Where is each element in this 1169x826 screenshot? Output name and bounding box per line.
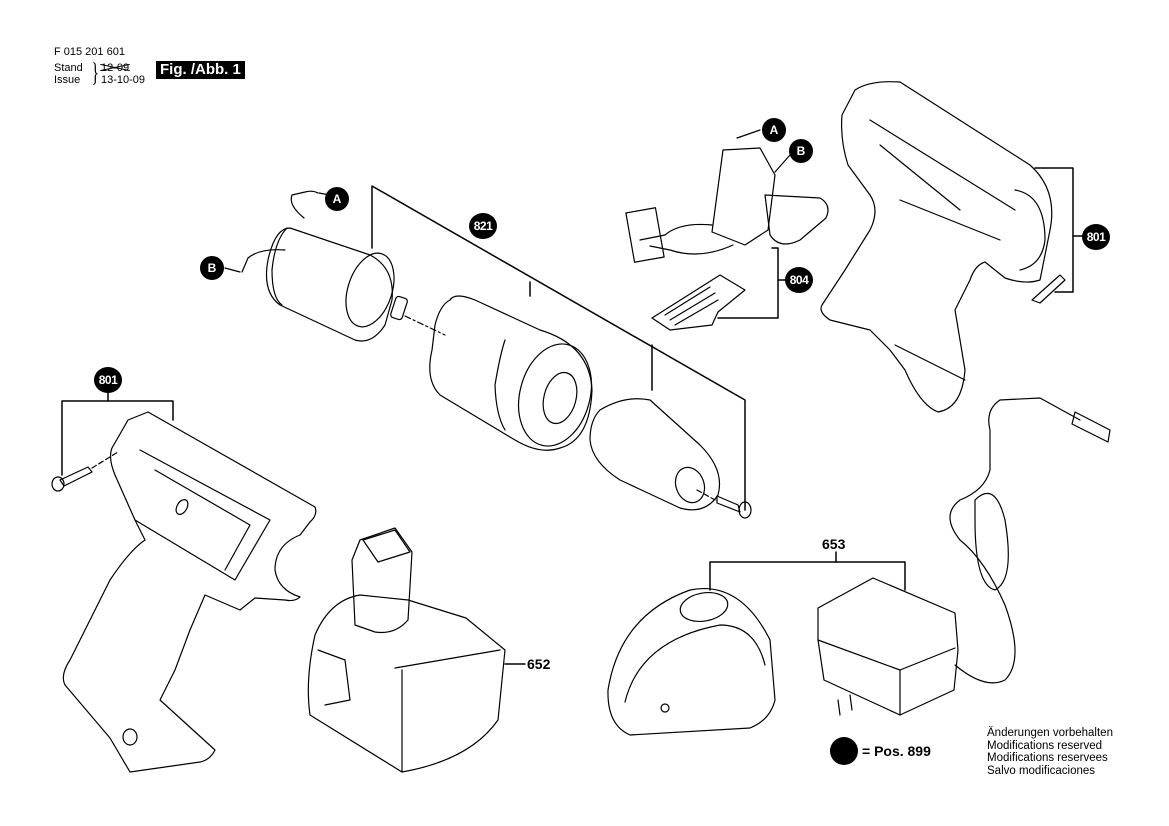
- issue-label: Issue: [54, 74, 81, 86]
- note-line: Salvo modificaciones: [987, 764, 1096, 777]
- switch-cover: [652, 275, 745, 330]
- bracket-801-right: [1035, 168, 1082, 292]
- housing-left: [63, 412, 315, 772]
- figure-label: Fig. /Abb. 1: [156, 61, 245, 79]
- callout-804: 804: [785, 267, 813, 293]
- document-number: F 015 201 601: [54, 46, 125, 58]
- modification-notes: Änderungen vorbehalten Modifications res…: [987, 727, 1113, 777]
- note-line: Modifications reserved: [987, 739, 1103, 752]
- note-line: Änderungen vorbehalten: [987, 727, 1113, 739]
- connector-b-callout: B: [200, 256, 224, 280]
- housing-left-screw: [52, 452, 118, 491]
- stand-issue-dates: 12-09 13-10-09: [101, 62, 145, 86]
- issue-date: 13-10-09: [101, 74, 146, 86]
- connector-a-callout-switch: A: [762, 118, 786, 142]
- filled-circle-icon: [830, 737, 858, 765]
- callout-801-left: 801: [94, 367, 122, 393]
- note-line: Modifications reservees: [987, 752, 1108, 764]
- gearbox: [430, 296, 602, 454]
- battery: [308, 528, 505, 772]
- legend-text: = Pos. 899: [862, 743, 931, 759]
- bracket-801-left: [62, 390, 173, 475]
- stand-issue-labels: Stand Issue: [54, 62, 83, 86]
- chuck: [590, 399, 751, 518]
- label-652: 652: [527, 656, 551, 672]
- stand-date-struck: 12-09: [101, 62, 130, 74]
- callout-821: 821: [469, 213, 497, 239]
- position-legend: = Pos. 899: [830, 737, 931, 765]
- bracket-653: [710, 552, 905, 590]
- bracket-804: [718, 248, 785, 318]
- callout-801-right: 801: [1082, 224, 1110, 250]
- connector-b-callout-switch: B: [789, 139, 813, 163]
- charger-adapter: [818, 398, 1110, 715]
- brace-icon: }: [91, 58, 99, 87]
- housing-right: [821, 82, 1052, 412]
- bracket-821: [372, 186, 745, 510]
- motor: [225, 191, 445, 341]
- stand-label: Stand: [54, 62, 83, 74]
- switch: [626, 130, 828, 262]
- connector-a-callout: A: [325, 187, 349, 211]
- housing-right-clip: [1032, 275, 1065, 303]
- charger-base: [608, 589, 775, 735]
- label-653: 653: [822, 536, 846, 552]
